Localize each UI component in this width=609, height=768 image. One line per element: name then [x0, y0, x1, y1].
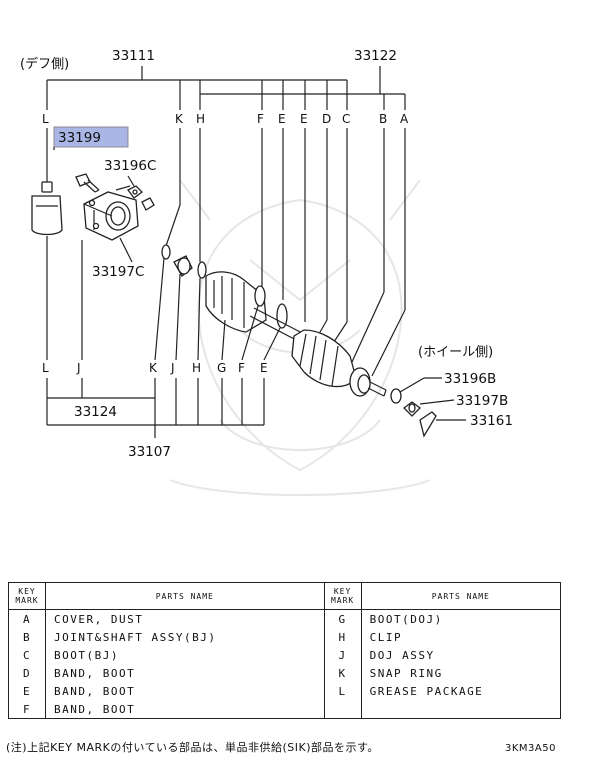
doj-assy — [81, 185, 155, 360]
key-cell: J — [323, 646, 362, 664]
diff-side-label: (デフ側) — [20, 56, 69, 72]
top-leader-lines — [46, 128, 406, 377]
bottom-key-f: F — [238, 361, 245, 375]
parts-table: KEY MARK PARTS NAME KEY MARK PARTS NAME … — [8, 582, 562, 719]
top-key-c: C — [342, 112, 350, 126]
name-cell: BAND, BOOT — [45, 664, 325, 682]
part-33111-label: 33111 — [112, 48, 155, 64]
top-key-e2: E — [300, 112, 308, 126]
bottom-key-k: K — [149, 361, 158, 375]
parts-name-header: PARTS NAME — [45, 582, 325, 610]
part-33199-highlight — [53, 126, 129, 148]
bottom-key-j: J — [76, 361, 81, 375]
bottom-key-e: E — [260, 361, 268, 375]
top-key-e1: E — [278, 112, 286, 126]
boot-band-e — [263, 303, 288, 361]
clip — [197, 261, 207, 361]
name-cell — [360, 700, 562, 719]
table-row: A COVER, DUST G BOOT(DOJ) — [8, 609, 562, 628]
part-33161-label: 33161 — [470, 413, 513, 429]
part-33197b-label: 33197B — [456, 393, 508, 409]
bottom-key-j2: J — [170, 361, 175, 375]
table-row: E BAND, BOOT L GREASE PACKAGE — [8, 682, 562, 700]
name-cell: DOJ ASSY — [360, 646, 562, 664]
inner-joint — [173, 255, 193, 361]
bottom-key-l: L — [42, 361, 49, 375]
outer-joint — [349, 367, 387, 397]
watermark-emblem — [169, 179, 431, 496]
doj-boot — [205, 271, 267, 361]
key-mark-header-2: KEY MARK — [323, 582, 362, 610]
key-cell: D — [8, 664, 46, 682]
nut-33196c — [127, 175, 143, 199]
cotter-pin-33161 — [419, 411, 466, 438]
name-cell: SNAP RING — [360, 664, 562, 682]
name-cell: BOOT(BJ) — [45, 646, 325, 664]
bottom-brackets — [46, 378, 265, 438]
boot-band-f — [241, 285, 266, 361]
key-cell: E — [8, 682, 46, 700]
name-cell: BAND, BOOT — [45, 682, 325, 700]
table-header: KEY MARK PARTS NAME KEY MARK PARTS NAME — [8, 582, 562, 610]
top-key-k: K — [175, 112, 184, 126]
top-key-d: D — [322, 112, 331, 126]
bj-boot — [291, 329, 357, 388]
name-cell: BOOT(DOJ) — [360, 609, 562, 628]
parts-diagram: (デフ側) (ホイール側) 33111 33122 L K H F E E D … — [20, 48, 513, 496]
top-brackets — [46, 66, 406, 110]
key-cell: L — [323, 682, 362, 700]
grease-package — [31, 181, 63, 360]
top-key-b: B — [379, 112, 387, 126]
part-33196b-label: 33196B — [444, 371, 496, 387]
name-cell: COVER, DUST — [45, 609, 325, 628]
key-mark-header: KEY MARK — [8, 582, 46, 610]
bottom-key-letters: L J K J H G F E — [42, 361, 268, 375]
part-33199-label: 33199 — [58, 130, 101, 146]
key-cell: A — [8, 609, 46, 628]
table-row: D BAND, BOOT K SNAP RING — [8, 664, 562, 682]
part-33107-label: 33107 — [128, 444, 171, 460]
name-cell: JOINT&SHAFT ASSY(BJ) — [45, 628, 325, 646]
key-cell — [323, 700, 362, 719]
bottom-key-h: H — [192, 361, 201, 375]
name-cell: CLIP — [360, 628, 562, 646]
part-33122-label: 33122 — [354, 48, 397, 64]
parts-name-header-2: PARTS NAME — [360, 582, 562, 610]
name-cell: BAND, BOOT — [45, 700, 325, 719]
key-cell: C — [8, 646, 46, 664]
footnote: (注)上記KEY MARKの付いている部品は、単品非供給(SIK)部品を示す。 — [6, 741, 379, 754]
bolt-33196c — [75, 173, 100, 193]
washer-33196b — [390, 377, 442, 404]
key-cell: H — [323, 628, 362, 646]
key-cell: K — [323, 664, 362, 682]
key-cell: G — [323, 609, 362, 628]
bottom-key-g: G — [217, 361, 226, 375]
nut-33197b — [403, 399, 455, 417]
diagram-code: 3KM3A50 — [505, 743, 556, 754]
table-row: F BAND, BOOT — [8, 700, 562, 719]
part-33124-label: 33124 — [74, 404, 117, 420]
name-cell: GREASE PACKAGE — [360, 682, 562, 700]
key-cell: B — [8, 628, 46, 646]
part-33197c-label: 33197C — [92, 264, 144, 280]
drive-shaft — [249, 307, 305, 343]
table-row: C BOOT(BJ) J DOJ ASSY — [8, 646, 562, 664]
top-key-h: H — [196, 112, 205, 126]
top-key-f: F — [257, 112, 264, 126]
part-33196c-label: 33196C — [104, 158, 156, 174]
wheel-side-label: (ホイール側) — [418, 345, 493, 360]
top-key-l: L — [42, 112, 49, 126]
top-key-a: A — [400, 112, 409, 126]
snap-ring — [154, 244, 171, 361]
table-row: B JOINT&SHAFT ASSY(BJ) H CLIP — [8, 628, 562, 646]
top-key-letters: L K H F E E D C B A — [42, 112, 409, 126]
key-cell: F — [8, 700, 46, 719]
